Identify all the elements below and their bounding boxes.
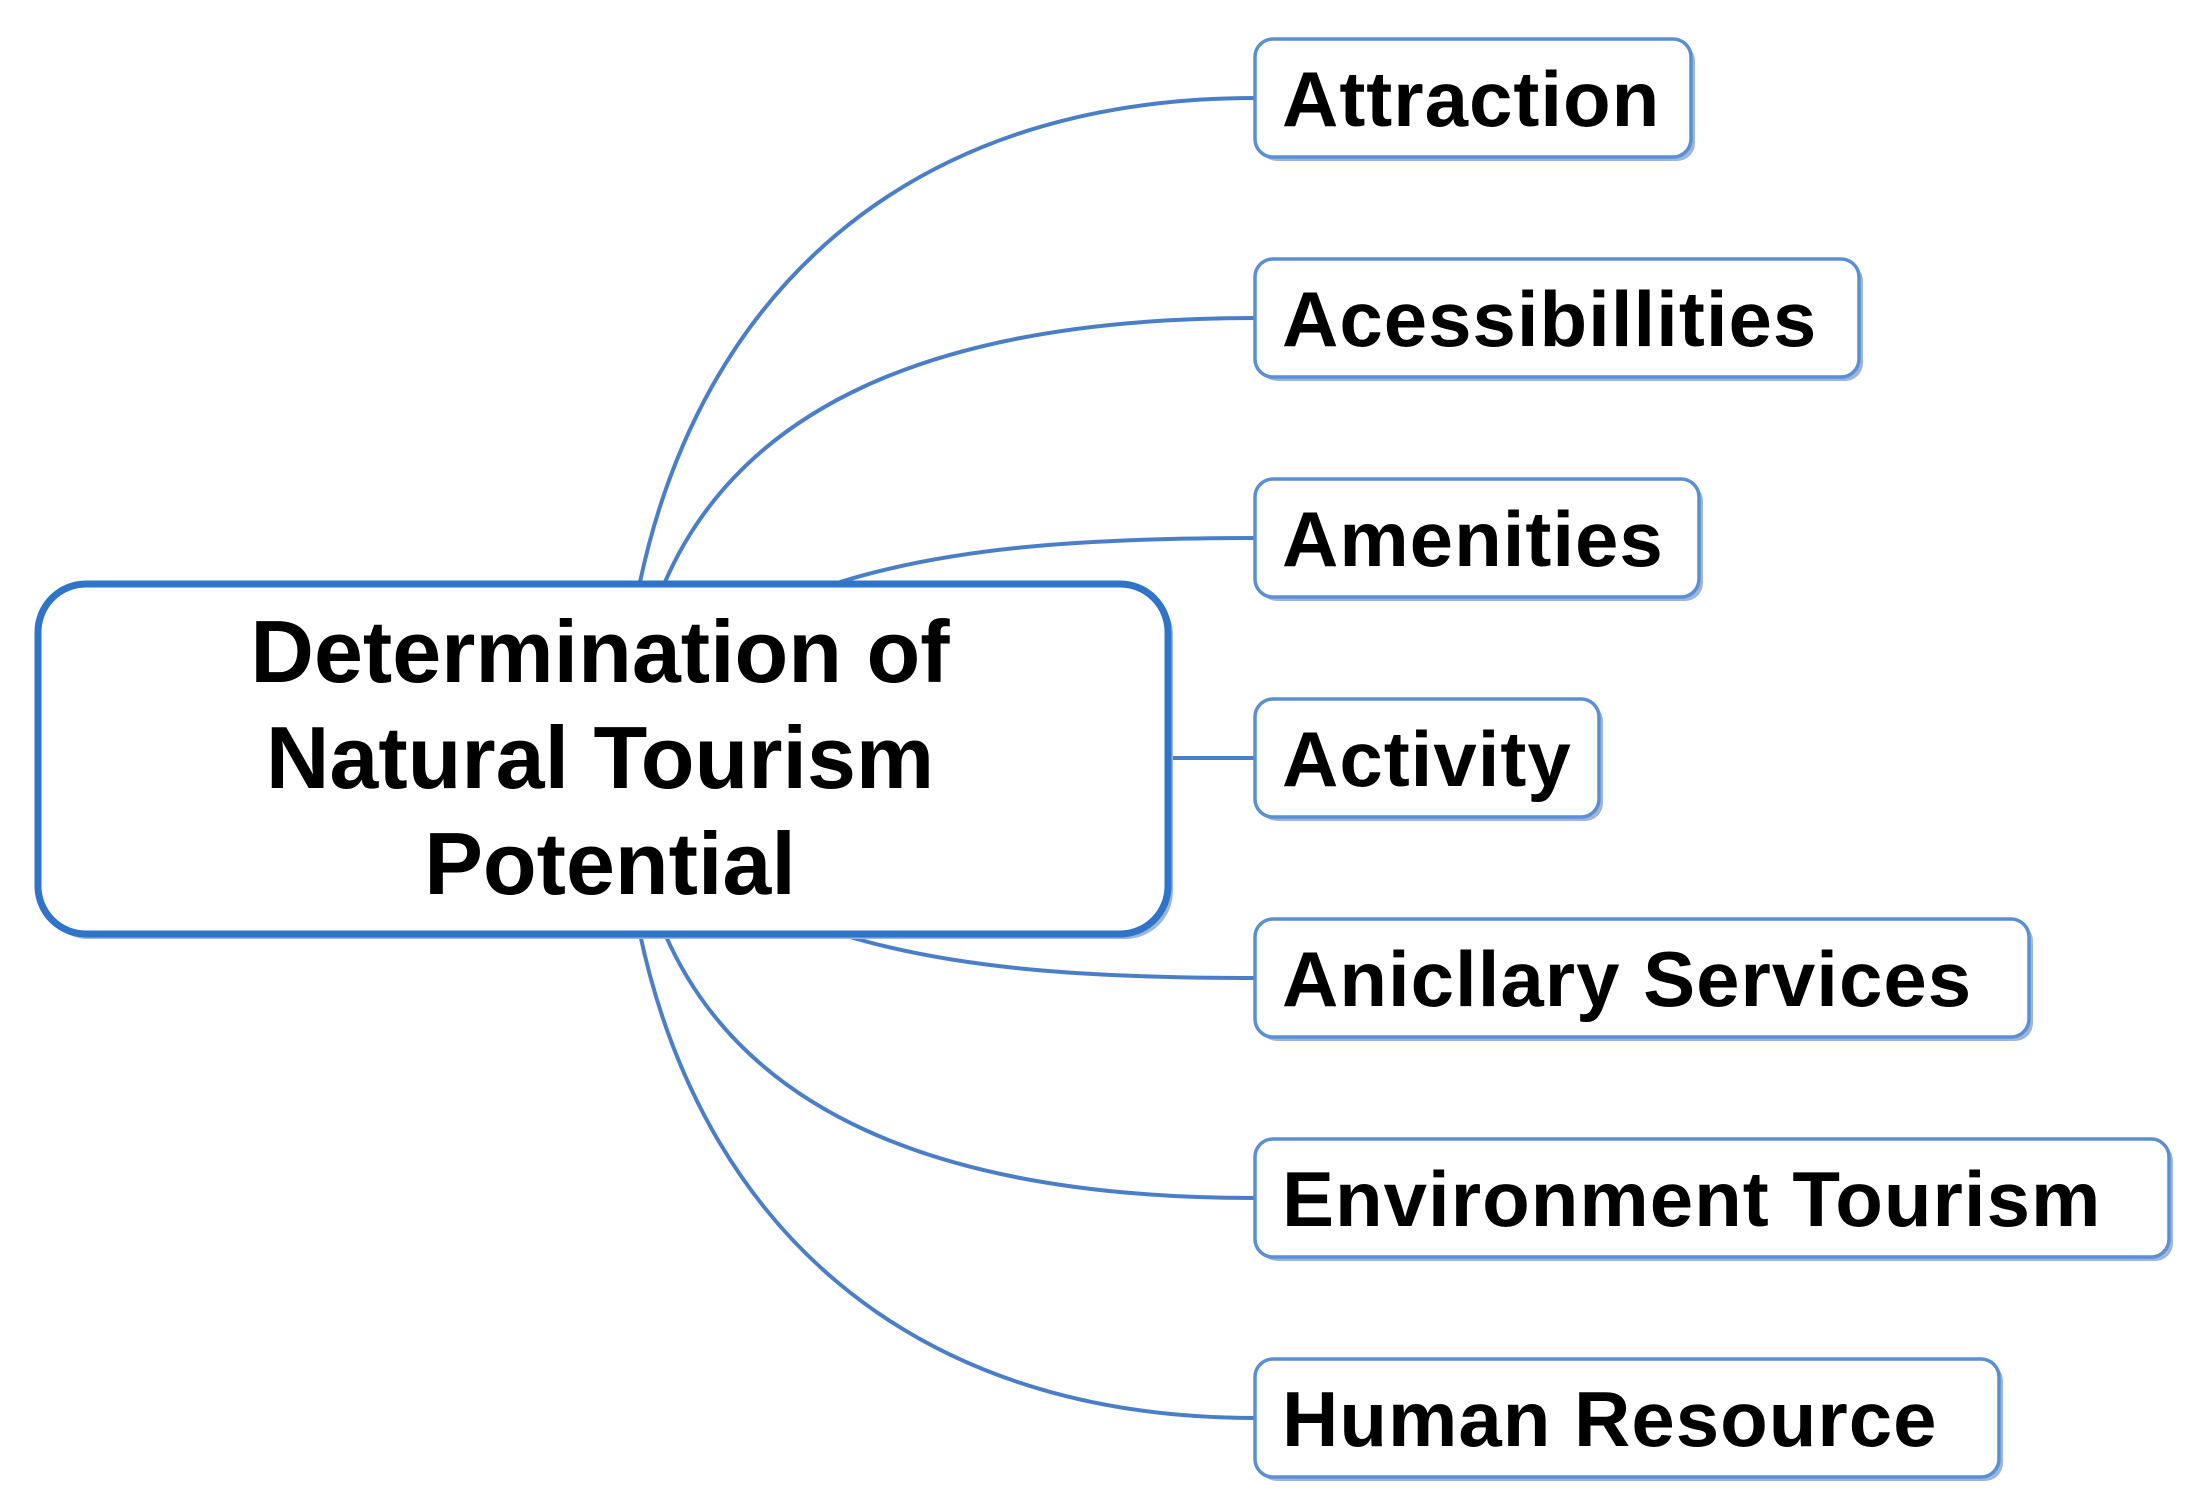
branch-label-anicllary-services: Anicllary Services [1282,935,1972,1023]
branch-box-environment-tourism [1253,1137,2171,1259]
branch-label-acessibillities: Acessibillities [1282,275,1817,363]
connector-attraction [638,96,1256,583]
branch-box-acessibillities [1253,257,1861,379]
branch-label-activity: Activity [1282,715,1572,803]
branch-activity: Activity [1253,697,1603,821]
branch-attraction: Attraction [1253,37,1695,161]
branch-label-attraction: Attraction [1282,55,1660,143]
connector-environment-tourism [663,933,1256,1200]
central-node-line-3: Potential [424,814,796,913]
branch-human-resource: Human Resource [1253,1357,2003,1481]
branch-box-activity [1253,697,1601,819]
branch-box-anicllary-services [1253,917,2031,1039]
branch-label-environment-tourism: Environment Tourism [1282,1155,2101,1243]
branch-box-human-resource [1253,1357,2001,1479]
branch-label-amenities: Amenities [1282,495,1664,583]
branch-anicllary-services: Anicllary Services [1253,917,2033,1041]
connector-amenities [839,536,1256,584]
branch-environment-tourism: Environment Tourism [1253,1137,2173,1261]
branch-amenities: Amenities [1253,477,1703,601]
branch-acessibillities: Acessibillities [1253,257,1863,381]
connector-anicllary-services [839,932,1256,980]
connector-acessibillities [663,316,1256,583]
branch-box-attraction [1253,37,1693,159]
central-node-box [34,580,1172,938]
central-node: Determination of Natural Tourism Potenti… [34,580,1173,939]
branch-box-amenities [1253,477,1701,599]
central-node-line-2: Natural Tourism [266,708,934,807]
branch-label-human-resource: Human Resource [1282,1375,1938,1463]
connector-human-resource [638,933,1256,1420]
connectors [638,96,1256,1420]
central-node-line-1: Determination of [250,602,950,701]
